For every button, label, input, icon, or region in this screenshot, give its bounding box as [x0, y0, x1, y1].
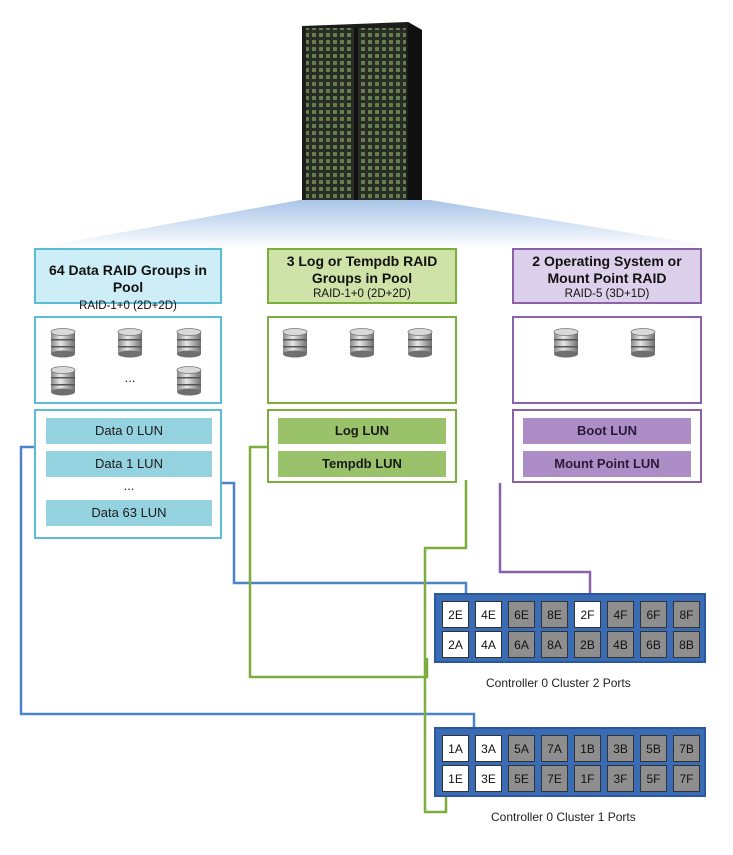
- log-raid-header: 3 Log or Tempdb RAID Groups in Pool RAID…: [267, 248, 457, 304]
- port-1a[interactable]: 1A: [442, 735, 469, 762]
- lun-ellipsis: ...: [123, 478, 135, 493]
- port-4a[interactable]: 4A: [475, 631, 502, 658]
- log-raid-subtitle: RAID-1+0 (2D+2D): [313, 288, 411, 300]
- disk-icon: [630, 328, 656, 358]
- port-3b[interactable]: 3B: [607, 735, 634, 762]
- lun-mount-point[interactable]: Mount Point LUN: [523, 451, 691, 477]
- server-spread-shape: [0, 198, 733, 250]
- os-raid-subtitle: RAID-5 (3D+1D): [564, 288, 650, 300]
- port-1e[interactable]: 1E: [442, 765, 469, 792]
- disk-icon: [407, 328, 433, 358]
- os-raid-title: 2 Operating System or Mount Point RAID: [532, 253, 682, 286]
- port-8f[interactable]: 8F: [673, 601, 700, 628]
- port-5f[interactable]: 5F: [640, 765, 667, 792]
- port-3a[interactable]: 3A: [475, 735, 502, 762]
- port-8b[interactable]: 8B: [673, 631, 700, 658]
- port-7a[interactable]: 7A: [541, 735, 568, 762]
- lun-data-63[interactable]: Data 63 LUN: [46, 500, 212, 526]
- disk-icon: [50, 366, 76, 396]
- port-6e[interactable]: 6E: [508, 601, 535, 628]
- os-raid-header: 2 Operating System or Mount Point RAID R…: [512, 248, 702, 304]
- disk-icon: [553, 328, 579, 358]
- disk-icon: [176, 366, 202, 396]
- os-disk-frame: [512, 316, 702, 404]
- disk-icon: [117, 328, 143, 358]
- disk-icon: [50, 328, 76, 358]
- lun-boot[interactable]: Boot LUN: [523, 418, 691, 444]
- port-5a[interactable]: 5A: [508, 735, 535, 762]
- data-raid-subtitle: RAID-1+0 (2D+2D): [79, 300, 177, 312]
- data-raid-title: 64 Data RAID Groups in Pool: [49, 262, 207, 295]
- port-7b[interactable]: 7B: [673, 735, 700, 762]
- disk-icon: [176, 328, 202, 358]
- lun-log[interactable]: Log LUN: [278, 418, 446, 444]
- lun-data-0[interactable]: Data 0 LUN: [46, 418, 212, 444]
- server-rack-image: [290, 18, 430, 208]
- port-1f[interactable]: 1F: [574, 765, 601, 792]
- controller-cluster-1-label: Controller 0 Cluster 1 Ports: [491, 810, 636, 824]
- port-7f[interactable]: 7F: [673, 765, 700, 792]
- lun-tempdb[interactable]: Tempdb LUN: [278, 451, 446, 477]
- port-4b[interactable]: 4B: [607, 631, 634, 658]
- data-raid-header: 64 Data RAID Groups in Pool RAID-1+0 (2D…: [34, 248, 222, 312]
- disk-ellipsis: ...: [124, 370, 136, 385]
- port-2e[interactable]: 2E: [442, 601, 469, 628]
- port-2b[interactable]: 2B: [574, 631, 601, 658]
- port-8e[interactable]: 8E: [541, 601, 568, 628]
- port-2f[interactable]: 2F: [574, 601, 601, 628]
- port-3f[interactable]: 3F: [607, 765, 634, 792]
- port-6f[interactable]: 6F: [640, 601, 667, 628]
- port-4e[interactable]: 4E: [475, 601, 502, 628]
- port-6a[interactable]: 6A: [508, 631, 535, 658]
- disk-icon: [282, 328, 308, 358]
- port-2a[interactable]: 2A: [442, 631, 469, 658]
- port-4f[interactable]: 4F: [607, 601, 634, 628]
- disk-icon: [349, 328, 375, 358]
- port-7e[interactable]: 7E: [541, 765, 568, 792]
- port-6b[interactable]: 6B: [640, 631, 667, 658]
- port-3e[interactable]: 3E: [475, 765, 502, 792]
- log-raid-title: 3 Log or Tempdb RAID Groups in Pool: [286, 253, 438, 286]
- controller-cluster-2-label: Controller 0 Cluster 2 Ports: [486, 676, 631, 690]
- port-5b[interactable]: 5B: [640, 735, 667, 762]
- port-1b[interactable]: 1B: [574, 735, 601, 762]
- port-8a[interactable]: 8A: [541, 631, 568, 658]
- lun-data-1[interactable]: Data 1 LUN: [46, 451, 212, 477]
- port-5e[interactable]: 5E: [508, 765, 535, 792]
